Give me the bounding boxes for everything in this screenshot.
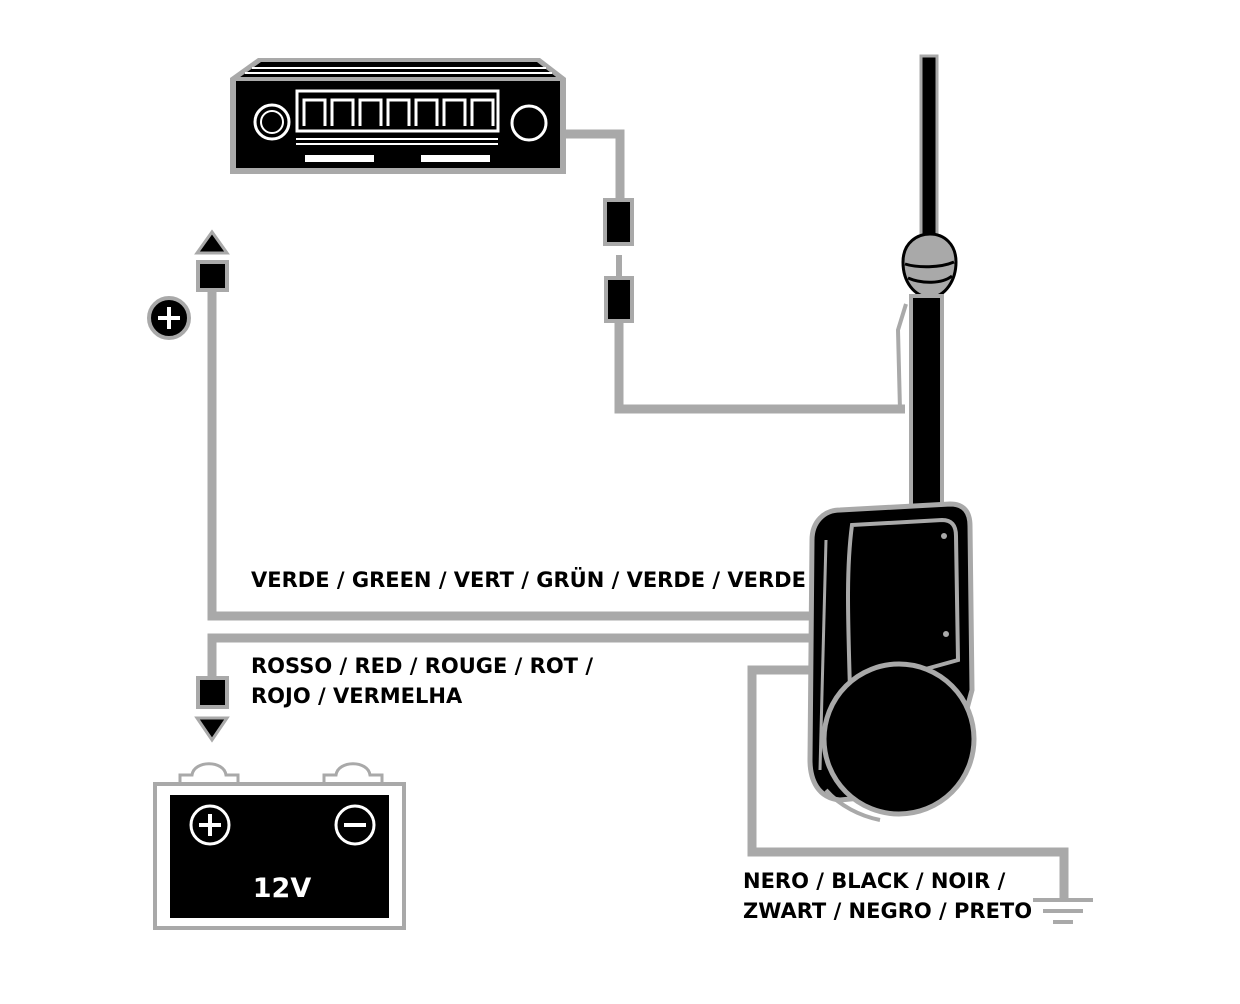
antenna-plug-upper	[603, 198, 634, 246]
black-wire-label-line1: NERO / BLACK / NOIR /	[743, 869, 1006, 893]
green-wire	[207, 290, 818, 621]
plus-circle-icon	[147, 296, 191, 340]
power-antenna-icon	[807, 54, 977, 822]
positive-connector	[196, 260, 229, 292]
ground-icon	[1033, 898, 1093, 924]
antenna-plug-lower	[604, 276, 634, 323]
car-radio-icon	[230, 58, 566, 174]
green-wire-label: VERDE / GREEN / VERT / GRÜN / VERDE / VE…	[251, 567, 806, 592]
antenna-cable-lower	[614, 320, 905, 414]
battery-negative-icon	[334, 804, 376, 846]
black-wire	[747, 665, 1069, 898]
red-wire	[207, 633, 818, 678]
battery-connector	[196, 676, 229, 709]
red-wire-label-line1: ROSSO / RED / ROUGE / ROT /	[251, 654, 593, 678]
battery-positive-icon	[189, 804, 231, 846]
down-arrow-icon	[194, 716, 230, 743]
battery-voltage-label: 12V	[253, 873, 312, 904]
black-wire-label-line2: ZWART / NEGRO / PRETO	[743, 899, 1032, 923]
red-wire-label-line2: ROJO / VERMELHA	[251, 684, 463, 708]
up-arrow-icon	[194, 229, 230, 255]
radio-antenna-cable	[566, 129, 625, 200]
